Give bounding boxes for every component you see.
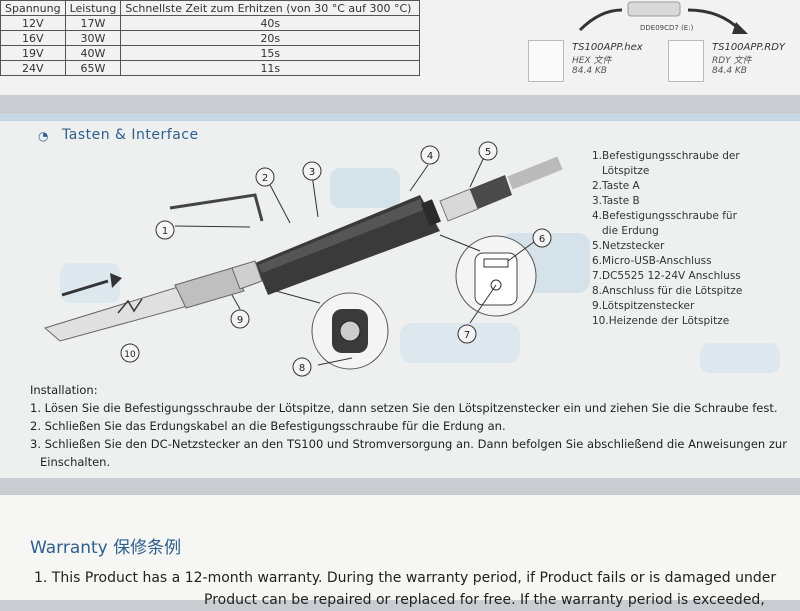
callout-8 bbox=[292, 357, 312, 377]
callout-label: 8 bbox=[299, 363, 305, 374]
callout-9 bbox=[230, 309, 250, 329]
installation-heading: Installation: bbox=[30, 383, 98, 397]
callout-label: 9 bbox=[237, 315, 243, 326]
spec-header: Schnellste Zeit zum Erhitzen (von 30 °C … bbox=[120, 0, 421, 16]
warranty-page: Warranty 保修条例 1. This Product has a 12-m… bbox=[0, 495, 800, 608]
file-icon bbox=[528, 40, 564, 82]
legend-item: 3.Taste B bbox=[592, 195, 640, 207]
spec-cell: 15s bbox=[120, 45, 421, 61]
legend-item: die Erdung bbox=[602, 225, 659, 237]
spec-row: 12V 17W 40s bbox=[0, 15, 421, 31]
installation-block: Installation: 1. Lösen Sie die Befestigu… bbox=[30, 381, 800, 471]
spec-row: 16V 30W 20s bbox=[0, 30, 421, 46]
drive-label: DDE09CD7 (E:) bbox=[640, 24, 694, 32]
legend-item: 10.Heizende der Lötspitze bbox=[592, 315, 730, 327]
spec-cell: 16V bbox=[0, 30, 66, 46]
callout-1 bbox=[155, 220, 175, 240]
arrow-right-icon bbox=[687, 8, 742, 32]
installation-step: 1. Lösen Sie die Befestigungsschraube de… bbox=[30, 401, 778, 415]
legend-item: Lötspitze bbox=[602, 165, 650, 177]
file-type: RDY 文件 bbox=[712, 56, 752, 66]
callout-label: 5 bbox=[485, 147, 491, 158]
arrow-left-icon bbox=[578, 8, 623, 32]
callout-5 bbox=[478, 141, 498, 161]
spec-cell: 40W bbox=[64, 45, 122, 61]
spec-row: 19V 40W 15s bbox=[0, 45, 421, 61]
callout-label: 10 bbox=[124, 350, 136, 360]
drive-graphic: DDE09CD7 (E:) bbox=[578, 1, 748, 34]
interface-page: ◔ Tasten & Interface bbox=[0, 112, 800, 478]
insert-arrow-icon bbox=[61, 279, 109, 297]
spec-header-row: Spannung Leistung Schnellste Zeit zum Er… bbox=[0, 0, 421, 16]
warranty-line: 1. This Product has a 12-month warranty.… bbox=[34, 570, 777, 586]
iron-body bbox=[255, 195, 441, 295]
legend-item: 7.DC5525 12-24V Anschluss bbox=[592, 270, 741, 282]
spec-header: Spannung bbox=[0, 0, 66, 16]
spec-cell: 17W bbox=[64, 15, 122, 31]
usb-drive-icon bbox=[627, 1, 681, 17]
legend-item: 2.Taste A bbox=[592, 180, 640, 192]
spec-cell: 20s bbox=[120, 30, 421, 46]
file-size: 84.4 KB bbox=[712, 66, 747, 76]
warranty-text: 1. This Product has a 12-month warranty.… bbox=[34, 567, 776, 611]
dc-plug bbox=[439, 156, 563, 222]
section-title: Tasten & Interface bbox=[62, 127, 199, 143]
file-rdy: TS100APP.RDY RDY 文件 84.4 KB bbox=[668, 40, 786, 82]
callout-10 bbox=[120, 343, 140, 363]
allen-key-icon bbox=[169, 193, 264, 222]
callout-6 bbox=[532, 228, 552, 248]
file-size: 84.4 KB bbox=[572, 66, 607, 76]
spec-cell: 40s bbox=[120, 15, 421, 31]
spec-cell: 65W bbox=[64, 60, 122, 76]
installation-step: Einschalten. bbox=[40, 455, 111, 469]
warranty-title: Warranty 保修条例 bbox=[30, 538, 182, 558]
spec-cell: 30W bbox=[64, 30, 122, 46]
spec-table: Spannung Leistung Schnellste Zeit zum Er… bbox=[0, 0, 421, 76]
legend-item: 1.Befestigungsschraube der bbox=[592, 150, 740, 162]
spec-cell: 12V bbox=[0, 15, 66, 31]
spec-row: 24V 65W 11s bbox=[0, 60, 421, 76]
legend-item: 4.Befestigungsschraube für bbox=[592, 210, 737, 222]
spec-header: Leistung bbox=[64, 0, 122, 16]
ts100-diagram: 1 2 3 4 5 6 7 8 9 10 bbox=[43, 141, 563, 377]
callout-7 bbox=[457, 324, 477, 344]
file-type: HEX 文件 bbox=[572, 56, 612, 66]
callout-2 bbox=[255, 167, 275, 187]
file-hex: TS100APP.hex HEX 文件 84.4 KB bbox=[528, 40, 643, 82]
callout-label: 3 bbox=[309, 167, 315, 178]
file-name: TS100APP.hex bbox=[572, 42, 643, 53]
legend-item: 6.Micro-USB-Anschluss bbox=[592, 255, 712, 267]
callout-label: 7 bbox=[464, 330, 470, 341]
callout-label: 4 bbox=[427, 151, 433, 162]
file-icon bbox=[668, 40, 704, 82]
warranty-line: Product can be repaired or replaced for … bbox=[204, 592, 765, 608]
installation-step: 3. Schließen Sie den DC-Netzstecker an d… bbox=[30, 437, 787, 451]
spec-cell: 24V bbox=[0, 60, 66, 76]
section-icon: ◔ bbox=[38, 129, 49, 143]
file-name: TS100APP.RDY bbox=[712, 42, 786, 53]
soldering-tip bbox=[43, 260, 263, 342]
top-page: Spannung Leistung Schnellste Zeit zum Er… bbox=[0, 0, 800, 95]
callout-label: 6 bbox=[539, 234, 545, 245]
installation-step: 2. Schließen Sie das Erdungskabel an die… bbox=[30, 419, 506, 433]
legend-item: 9.Lötspitzenstecker bbox=[592, 300, 695, 312]
callout-label: 1 bbox=[162, 226, 168, 237]
callout-4 bbox=[420, 145, 440, 165]
callout-3 bbox=[302, 161, 322, 181]
band-decoration bbox=[0, 113, 800, 121]
legend-item: 5.Netzstecker bbox=[592, 240, 665, 252]
legend-item: 8.Anschluss für die Lötspitze bbox=[592, 285, 743, 297]
spec-cell: 19V bbox=[0, 45, 66, 61]
callout-label: 2 bbox=[262, 173, 268, 184]
spec-cell: 11s bbox=[120, 60, 421, 76]
parts-legend: 1.Befestigungsschraube der Lötspitze 2.T… bbox=[592, 149, 742, 329]
